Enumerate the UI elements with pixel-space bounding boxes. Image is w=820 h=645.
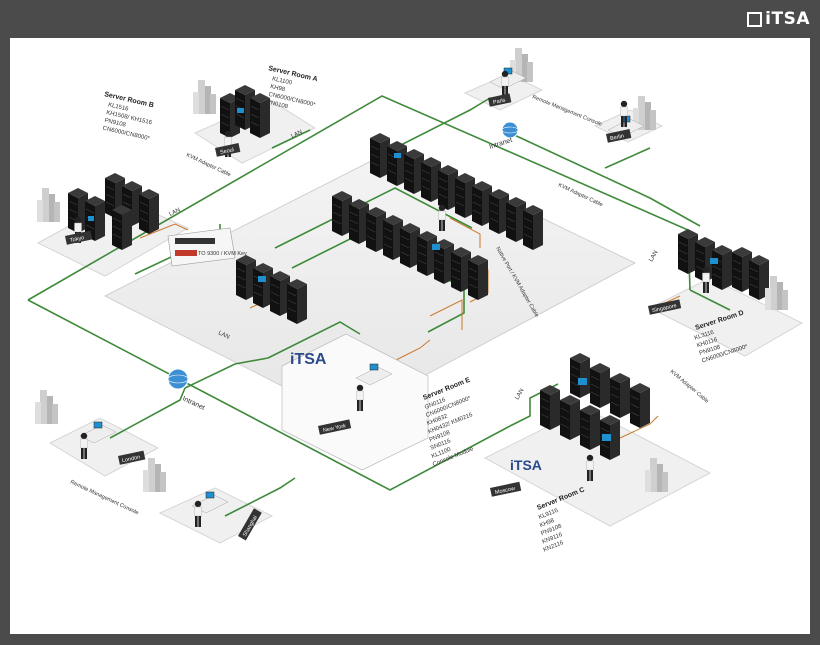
logo-mark-icon xyxy=(747,11,763,27)
kvm-key-label: TO 9300 / KVM Key xyxy=(198,251,247,257)
svg-text:iTSA: iTSA xyxy=(290,351,327,368)
svg-text:iTSA: iTSA xyxy=(510,457,542,473)
room-e-racks-front xyxy=(331,190,489,301)
room-c-item: KH98 xyxy=(539,518,556,529)
kvm-cable-label-c: KVM Adapter Cable xyxy=(669,369,710,405)
room-e-racks-back xyxy=(369,132,544,251)
room-b-item: KL1516 xyxy=(107,102,129,113)
remote-console-label-bottom: Remote Management Console xyxy=(69,479,139,516)
brand-name: iTSA xyxy=(765,9,810,29)
lan-label-a: LAN xyxy=(290,129,303,139)
city-singapore: Singapore xyxy=(652,303,678,314)
city-paris: Paris xyxy=(493,97,507,106)
brand-logo: iTSA xyxy=(747,9,810,29)
lan-label-e: LAN xyxy=(217,330,230,340)
room-a-item: PN0108 xyxy=(266,100,289,111)
intranet-globe-bottom xyxy=(167,368,189,390)
city-berlin: Berlin xyxy=(610,133,625,142)
console-booth: iTSA xyxy=(281,333,429,471)
room-b-item: CN6000/CN8000* xyxy=(102,126,151,143)
room-d-racks xyxy=(677,228,788,310)
kvm-cable-label-e: KVM Adapter Cable xyxy=(557,182,603,208)
lan-label-c: LAN xyxy=(515,388,526,401)
intranet-label-bottom: Intranet xyxy=(181,395,206,411)
city-seoul: Seoul xyxy=(220,147,235,156)
network-diagram: iTSA TO 9300 / KVM Key xyxy=(10,38,810,634)
intranet-globe-top xyxy=(501,121,519,139)
room-e-racks-left xyxy=(235,254,308,325)
city-moscow: Moscow xyxy=(495,486,516,496)
remote-console-label-top: Remote Management Console xyxy=(531,94,602,128)
room-b-racks xyxy=(37,172,160,251)
room-b-item: PN9108 xyxy=(104,118,127,129)
city-new-york: New York xyxy=(323,423,347,434)
kvm-cable-label-b: KVM Adapter Cable xyxy=(185,152,231,178)
lan-label-d: LAN xyxy=(649,250,660,263)
room-b-label: Server Room B KL1516 KH1508/ KH1516 PN91… xyxy=(102,91,154,143)
room-a-racks xyxy=(193,80,271,158)
room-c-racks: iTSA xyxy=(510,352,668,492)
diagram-svg: iTSA TO 9300 / KVM Key xyxy=(27,48,804,554)
kvm-key-box: TO 9300 / KVM Key xyxy=(167,227,247,267)
city-london: London xyxy=(122,454,141,464)
city-tags: Tokyo Seoul Paris Berlin Singapore New Y… xyxy=(65,93,682,541)
lan-label-b: LAN xyxy=(168,207,181,217)
city-tokyo: Tokyo xyxy=(70,235,85,244)
room-a-item: KL1100 xyxy=(271,76,293,87)
room-a-item: KH98 xyxy=(270,84,287,93)
